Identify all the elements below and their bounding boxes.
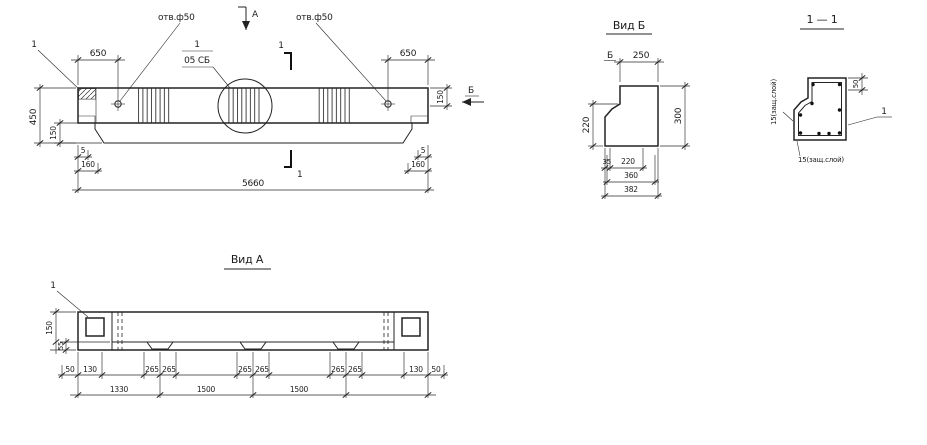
dim-300: 300 — [674, 107, 684, 124]
dim-total-5660: 5660 — [242, 179, 265, 189]
section-title: 1 — 1 — [807, 13, 838, 26]
end-callout-leader — [37, 49, 81, 91]
position-number: 1 — [194, 40, 200, 50]
dim-row2-0: 1330 — [110, 385, 129, 394]
dim-row1-3: 265 — [162, 365, 176, 374]
main-elevation-view: 1 отв.ф50 отв.ф50 А 1 05 СБ 1 1 — [29, 6, 484, 194]
dim-650-left: 650 — [90, 49, 107, 59]
stirrup-outline — [798, 82, 842, 136]
dim-50: 50 — [852, 80, 860, 89]
position-mark: 05 СБ — [184, 56, 210, 66]
left-bearing-notch — [78, 115, 96, 123]
dim-382: 382 — [624, 185, 638, 194]
hatch-band-1 — [138, 88, 172, 123]
cover-bottom-leader — [796, 140, 801, 157]
cover-side-label: 15(защ.слой) — [770, 79, 778, 125]
embedded-plate-hatch — [78, 88, 96, 100]
detail-circle — [217, 78, 273, 134]
hole-right-label: отв.ф50 — [296, 13, 333, 23]
view-b-mark-label: Б — [468, 86, 474, 96]
dim-55-plan: 55 — [57, 342, 65, 351]
view-b-section-outline — [604, 85, 659, 147]
dim-220-bot: 220 — [621, 157, 635, 166]
section-bottom-label: 1 — [297, 170, 303, 180]
dim-row1-6: 265 — [331, 365, 345, 374]
dim-5-left: 5 — [81, 146, 86, 155]
view-b: Вид Б Б 250 300 220 35 220 — [582, 19, 690, 200]
dim-row2-2: 1500 — [290, 385, 309, 394]
plan-outline — [77, 311, 429, 351]
dim-150-right: 150 — [436, 90, 445, 104]
view-a-title: Вид А — [231, 253, 264, 266]
dim-row1-5: 265 — [255, 365, 269, 374]
dim-row2-1: 1500 — [197, 385, 216, 394]
view-a-mark-label: А — [252, 10, 259, 20]
plan-hole-right — [401, 317, 421, 337]
section-mark-bottom: 1 — [284, 150, 303, 180]
dim-150-plan: 150 — [45, 321, 54, 335]
lifting-tab-3 — [332, 341, 360, 350]
dim-row1-7: 265 — [348, 365, 362, 374]
dim-160-right: 160 — [411, 160, 425, 169]
lifting-tab-1 — [146, 341, 174, 350]
dim-250: 250 — [633, 51, 650, 61]
cover-bottom-label: 15(защ.слой) — [798, 156, 844, 164]
hatch-band-2 — [228, 88, 262, 123]
beam-flange — [94, 123, 413, 144]
right-bearing-notch — [410, 115, 428, 123]
dim-450: 450 — [29, 108, 39, 125]
dim-220-side: 220 — [582, 116, 592, 133]
view-a-plan: Вид А 1 150 55 — [45, 253, 448, 399]
dim-360: 360 — [624, 171, 638, 180]
plan-hole-left — [85, 317, 105, 337]
lifting-tab-2 — [239, 341, 267, 350]
position-callout: 1 05 СБ — [182, 40, 231, 89]
hatch-band-3 — [318, 88, 352, 123]
end-callout-label: 1 — [31, 40, 37, 50]
section-outline — [793, 77, 847, 141]
rebar-dots — [798, 82, 842, 136]
view-b-title: Вид Б — [613, 19, 645, 32]
bar-callout-label: 1 — [881, 107, 887, 117]
dim-5-right: 5 — [421, 146, 426, 155]
section-top-label: 1 — [278, 41, 284, 51]
dim-650-right: 650 — [400, 49, 417, 59]
hole-left-label: отв.ф50 — [158, 13, 195, 23]
plan-dim-row-1: 50 130 265 265 265 265 265 265 130 50 — [58, 352, 448, 398]
hole-right — [381, 97, 395, 111]
section-1-1: 1 — 1 50 15(защ.слой) 15(защ.слой) 1 — [770, 13, 892, 164]
dim-row1-9: 50 — [431, 365, 441, 374]
cover-side-leader — [782, 111, 794, 122]
dim-160-left: 160 — [81, 160, 95, 169]
plan-callout-leader — [56, 290, 89, 318]
section-mark-top: 1 — [278, 41, 292, 70]
bar-callout: 1 — [847, 107, 892, 126]
view-b-flag: Б — [607, 51, 613, 61]
dim-row1-4: 265 — [238, 365, 252, 374]
plan-dim-row-2: 1330 1500 1500 — [70, 385, 436, 399]
dim-row1-1: 130 — [83, 365, 97, 374]
hole-left-leader — [119, 22, 181, 102]
hole-right-leader — [315, 22, 387, 102]
view-a-arrow: А — [238, 6, 259, 30]
beam-outline — [77, 87, 429, 124]
dim-row1-2: 265 — [145, 365, 159, 374]
plan-callout-label: 1 — [50, 281, 56, 291]
dim-row1-0: 50 — [65, 365, 75, 374]
dim-row1-8: 130 — [409, 365, 423, 374]
view-b-arrow: Б — [462, 86, 484, 106]
hole-left — [111, 97, 125, 111]
dim-150-flange: 150 — [49, 126, 58, 140]
